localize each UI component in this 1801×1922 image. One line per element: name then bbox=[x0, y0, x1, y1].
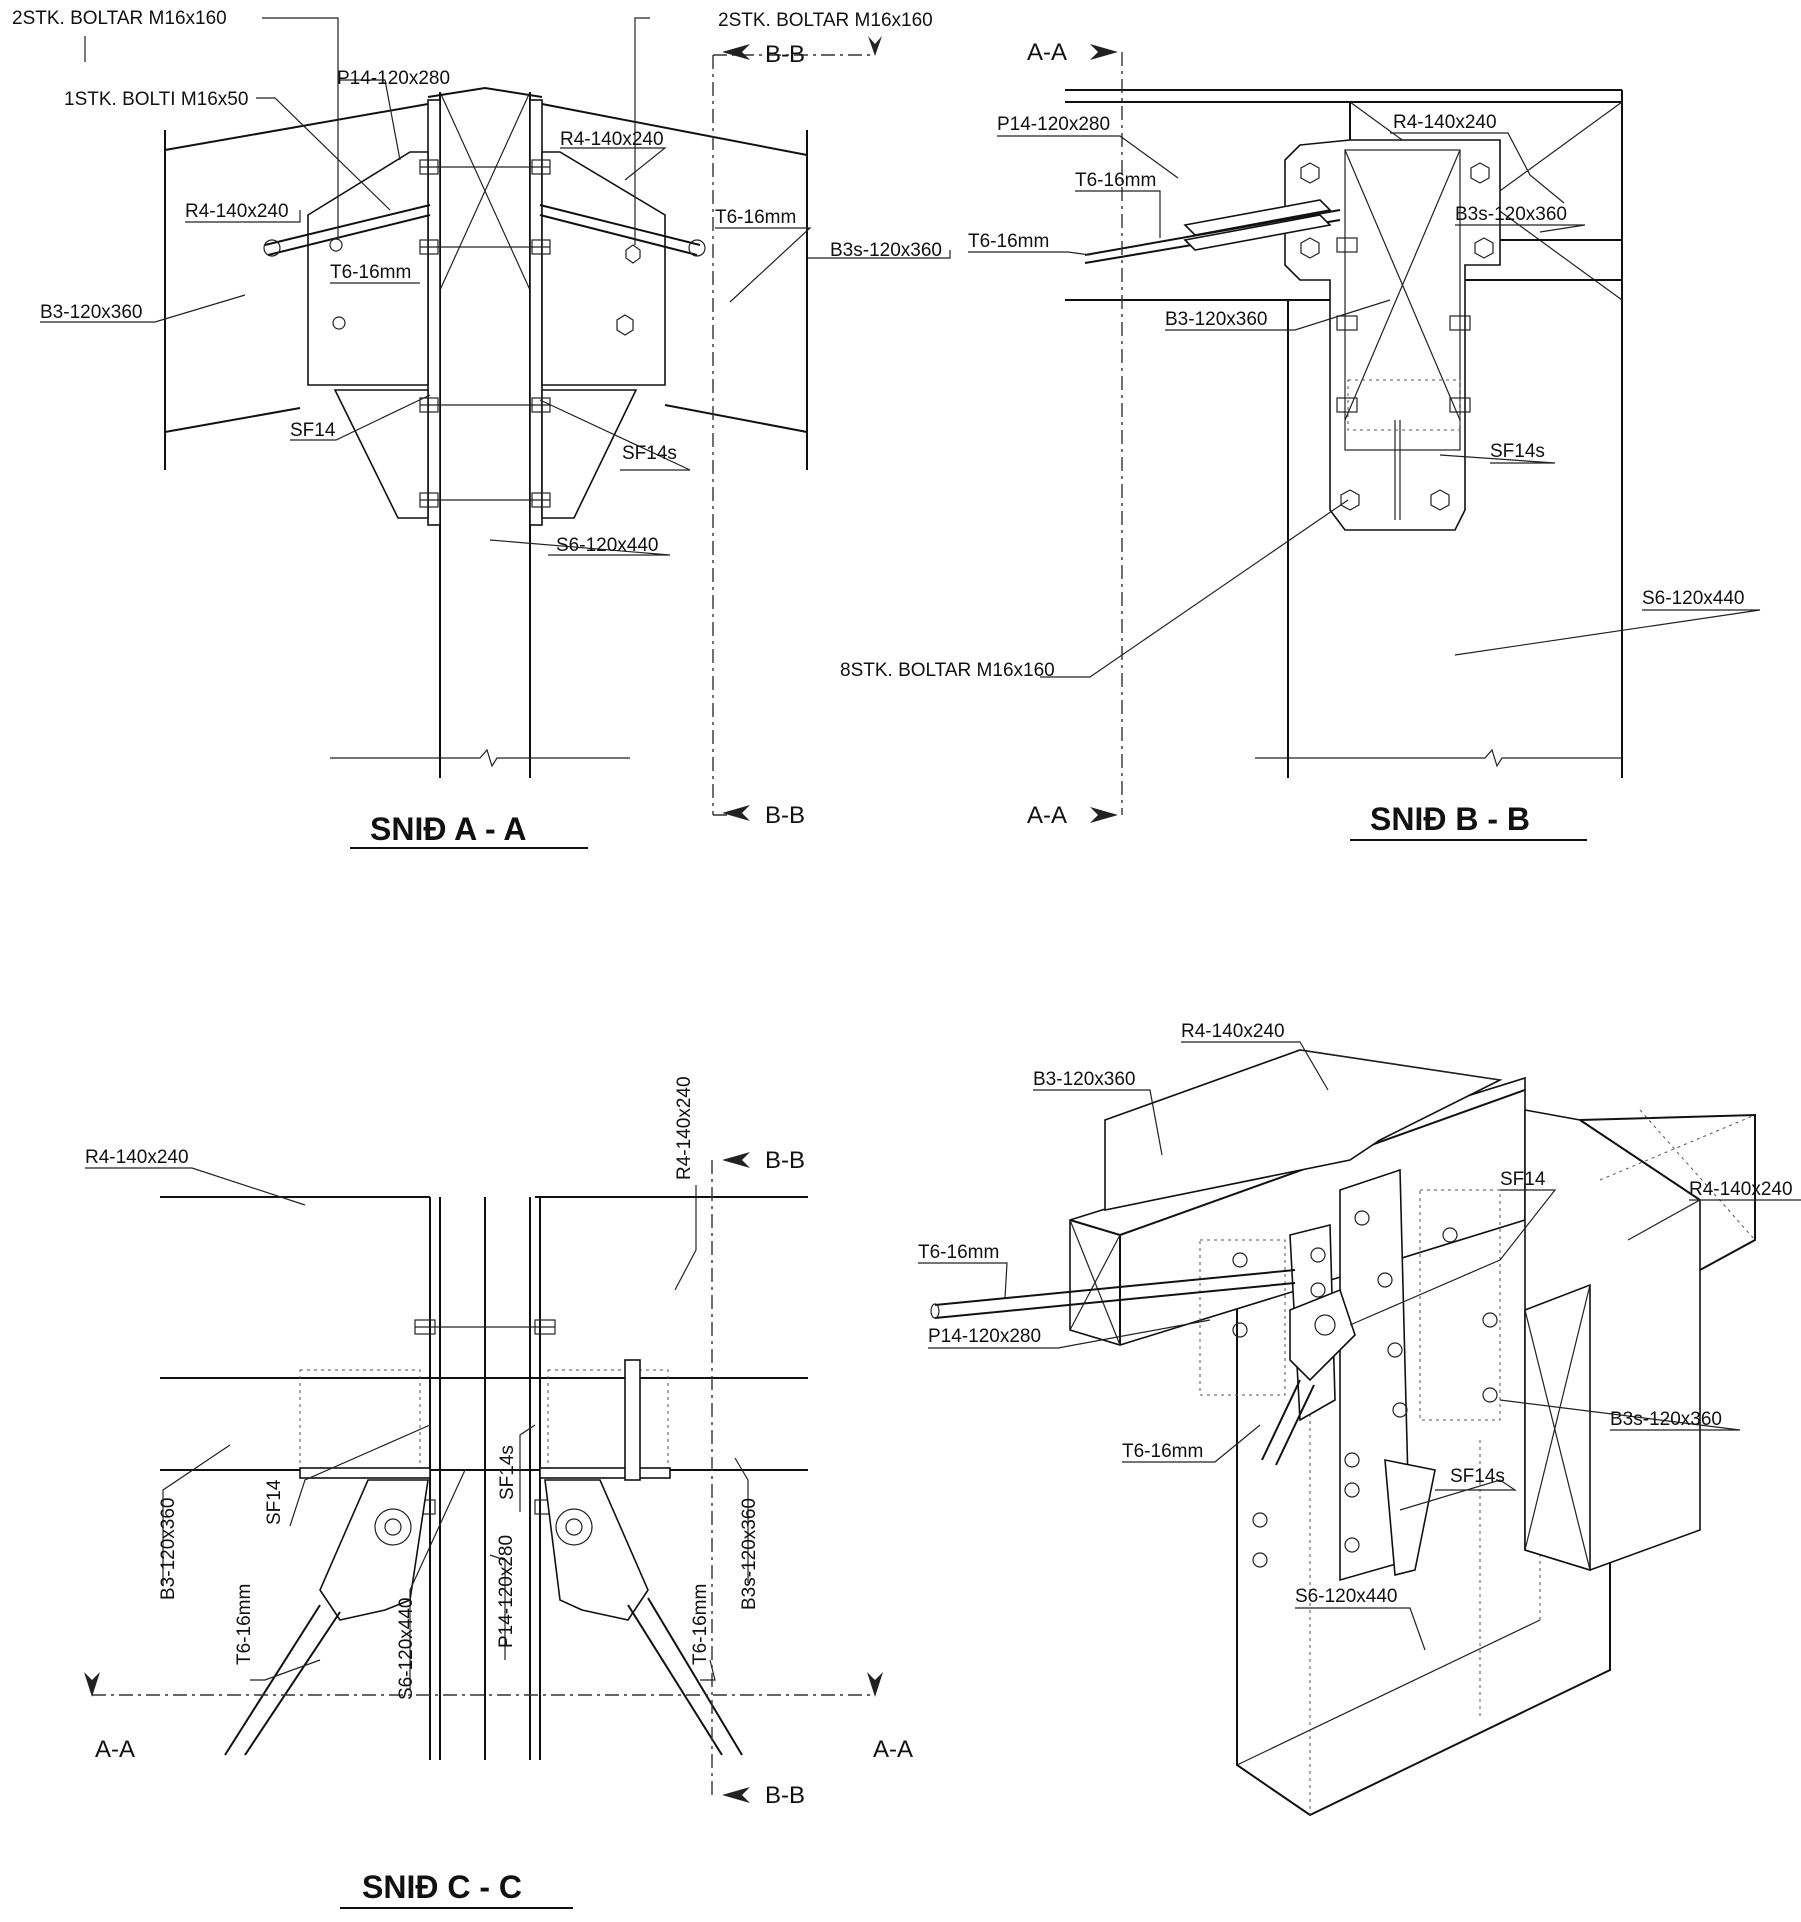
label-r4-aa-left: R4-140x240 bbox=[185, 201, 289, 222]
section-mark-aa-bottom: A-A bbox=[1027, 802, 1067, 829]
section-mark-bb-bottom: B-B bbox=[765, 802, 805, 829]
label-b3-cc: B3-120x360 bbox=[158, 1498, 179, 1600]
label-r4-iso-right: R4-140x240 bbox=[1689, 1179, 1793, 1200]
section-cc-view: R4-140x240 R4-140x240 B3-120x360 SF14 SF… bbox=[84, 1076, 913, 1909]
label-sf14-iso: SF14 bbox=[1500, 1169, 1546, 1190]
label-t6-cc-left: T6-16mm bbox=[234, 1584, 255, 1665]
section-mark-cc-bb-top: B-B bbox=[765, 1147, 805, 1174]
label-sf14s-iso: SF14s bbox=[1450, 1466, 1505, 1487]
label-b3s-aa: B3s-120x360 bbox=[830, 240, 942, 261]
label-t6-iso-b: T6-16mm bbox=[1122, 1441, 1203, 1462]
label-sf14-cc: SF14 bbox=[264, 1479, 285, 1525]
label-r4-cc-left: R4-140x240 bbox=[85, 1147, 189, 1168]
section-mark-cc-aa-left: A-A bbox=[95, 1736, 135, 1763]
title-section-aa: SNIĐ A - A bbox=[370, 811, 526, 847]
section-mark-cc-bb-bottom: B-B bbox=[765, 1782, 805, 1809]
label-p14-cc: P14-120x280 bbox=[496, 1535, 517, 1648]
label-t6-aa-right: T6-16mm bbox=[715, 207, 796, 228]
label-bolts-8stk: 8STK. BOLTAR M16x160 bbox=[840, 660, 1055, 681]
label-b3s-bb: B3s-120x360 bbox=[1455, 204, 1567, 225]
label-bolts-2stk-left: 2STK. BOLTAR M16x160 bbox=[12, 8, 227, 29]
section-mark-cc-aa-right: A-A bbox=[873, 1736, 913, 1763]
title-section-cc: SNIĐ C - C bbox=[362, 1869, 522, 1905]
section-aa-view: 2STK. BOLTAR M16x160 2STK. BOLTAR M16x16… bbox=[12, 8, 951, 849]
label-p14-bb: P14-120x280 bbox=[997, 114, 1110, 135]
label-b3-aa: B3-120x360 bbox=[40, 302, 142, 323]
label-p14-aa: P14-120x280 bbox=[337, 68, 450, 89]
label-r4-bb: R4-140x240 bbox=[1393, 112, 1497, 133]
label-b3-iso: B3-120x360 bbox=[1033, 1069, 1135, 1090]
label-s6-bb: S6-120x440 bbox=[1642, 588, 1744, 609]
section-mark-aa-top: A-A bbox=[1027, 39, 1067, 66]
section-bb-view: P14-120x280 R4-140x240 T6-16mm T6-16mm B… bbox=[840, 39, 1761, 841]
section-mark-bb-top: B-B bbox=[765, 41, 805, 68]
label-p14-iso: P14-120x280 bbox=[928, 1326, 1041, 1347]
label-t6-iso-a: T6-16mm bbox=[918, 1242, 999, 1263]
label-b3-bb: B3-120x360 bbox=[1165, 309, 1267, 330]
label-r4-cc-right: R4-140x240 bbox=[674, 1076, 695, 1180]
label-sf14s-bb: SF14s bbox=[1490, 441, 1545, 462]
label-s6-aa: S6-120x440 bbox=[556, 535, 658, 556]
label-t6-cc-right: T6-16mm bbox=[690, 1584, 711, 1665]
label-b3s-iso: B3s-120x360 bbox=[1610, 1409, 1722, 1430]
title-section-bb: SNIĐ B - B bbox=[1370, 801, 1530, 837]
label-bolt-1stk: 1STK. BOLTI M16x50 bbox=[64, 89, 248, 110]
label-bolts-2stk-right: 2STK. BOLTAR M16x160 bbox=[718, 10, 933, 31]
label-r4-iso-top: R4-140x240 bbox=[1181, 1021, 1285, 1042]
label-r4-aa-right: R4-140x240 bbox=[560, 129, 664, 150]
label-sf14s-cc: SF14s bbox=[497, 1445, 518, 1500]
label-sf14s-aa: SF14s bbox=[622, 443, 677, 464]
label-sf14-aa: SF14 bbox=[290, 420, 336, 441]
label-t6-bb-b: T6-16mm bbox=[968, 231, 1049, 252]
label-t6-bb-a: T6-16mm bbox=[1075, 170, 1156, 191]
label-s6-iso: S6-120x440 bbox=[1295, 1586, 1397, 1607]
label-b3s-cc: B3s-120x360 bbox=[739, 1498, 760, 1610]
isometric-view: R4-140x240 B3-120x360 SF14 R4-140x240 T6… bbox=[918, 1021, 1801, 1817]
label-t6-aa-left: T6-16mm bbox=[330, 262, 411, 283]
label-s6-cc: S6-120x440 bbox=[396, 1598, 417, 1700]
